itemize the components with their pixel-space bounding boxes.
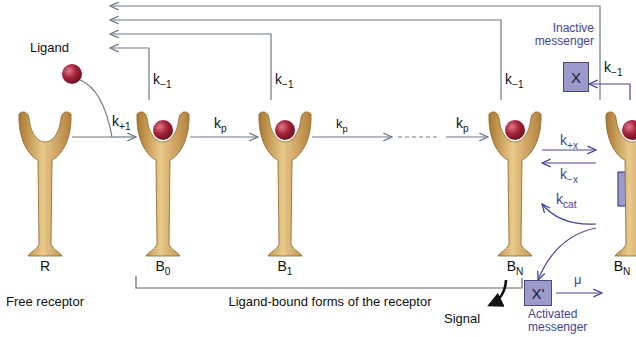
- rate-constant: μ: [574, 272, 582, 287]
- reaction-arrow: [110, 34, 271, 100]
- reaction-arrow: [110, 48, 149, 100]
- arrow-line: [110, 48, 149, 100]
- reaction-arrow: [110, 137, 136, 138]
- decay-arrow: [556, 292, 602, 293]
- reaction-arrow: [312, 137, 488, 138]
- arrow-line: [538, 228, 596, 280]
- reaction-arrow: [190, 137, 258, 138]
- binding-line: [72, 136, 110, 137]
- receptor-node: BN: [488, 100, 542, 276]
- messenger-label: Inactive messenger: [524, 22, 594, 48]
- bracket: [136, 276, 522, 288]
- arrow-line: [110, 20, 501, 100]
- reaction-arrow: [589, 84, 630, 100]
- arrow-line: [110, 34, 271, 100]
- rate-constant: kp: [456, 116, 469, 131]
- messenger-label: Activated messenger: [528, 308, 612, 334]
- output-label: Signal: [444, 311, 480, 326]
- ligand-balls: [62, 64, 636, 140]
- rate-constant: k+x: [560, 133, 578, 148]
- rate-constant: kp: [214, 116, 227, 131]
- messenger-box: X': [524, 280, 552, 306]
- messenger-name: X: [571, 69, 581, 86]
- arrow-line: [446, 136, 488, 137]
- rate-constant: k−x: [560, 167, 578, 182]
- receptor-node: B0: [136, 100, 190, 276]
- receptor-name: R: [18, 258, 72, 275]
- reaction-arrow: [542, 163, 596, 164]
- receptor-name: B0: [136, 258, 190, 275]
- arrow-line: [110, 6, 600, 100]
- receptor-name: BN: [610, 258, 634, 275]
- arrow-line: [190, 136, 258, 137]
- rate-constant: kcat: [556, 192, 576, 207]
- caption-note: Free receptor: [6, 294, 84, 309]
- bracket-label: Ligand-bound forms of the receptor: [200, 294, 460, 309]
- rate-constant: k−1: [275, 72, 294, 87]
- receptor-node: B1: [258, 100, 312, 276]
- rate-constant: k−1: [153, 72, 172, 87]
- rate-constant: k−1: [505, 72, 524, 87]
- signal-arrow: [490, 280, 506, 305]
- arrow-line: [542, 162, 596, 163]
- messenger-box: X: [563, 62, 589, 92]
- messenger-name: X': [532, 285, 545, 302]
- reaction-arrow: [110, 6, 600, 100]
- receptor-node: BN: [596, 100, 636, 276]
- reaction-arrow: [110, 20, 501, 100]
- arrow-line: [398, 136, 440, 137]
- binding-path: [80, 80, 112, 137]
- arrow-line: [110, 136, 136, 137]
- reaction-arrow: [538, 228, 596, 280]
- receptor-name: B1: [258, 258, 312, 275]
- arrow-line: [312, 136, 392, 137]
- rate-constant: k−1: [604, 60, 623, 75]
- rate-constant: k+1: [112, 114, 131, 129]
- arrow-line: [589, 84, 630, 100]
- receptor-name: BN: [488, 258, 542, 275]
- rate-constant: kp: [336, 116, 348, 131]
- part-label: Ligand: [30, 40, 69, 55]
